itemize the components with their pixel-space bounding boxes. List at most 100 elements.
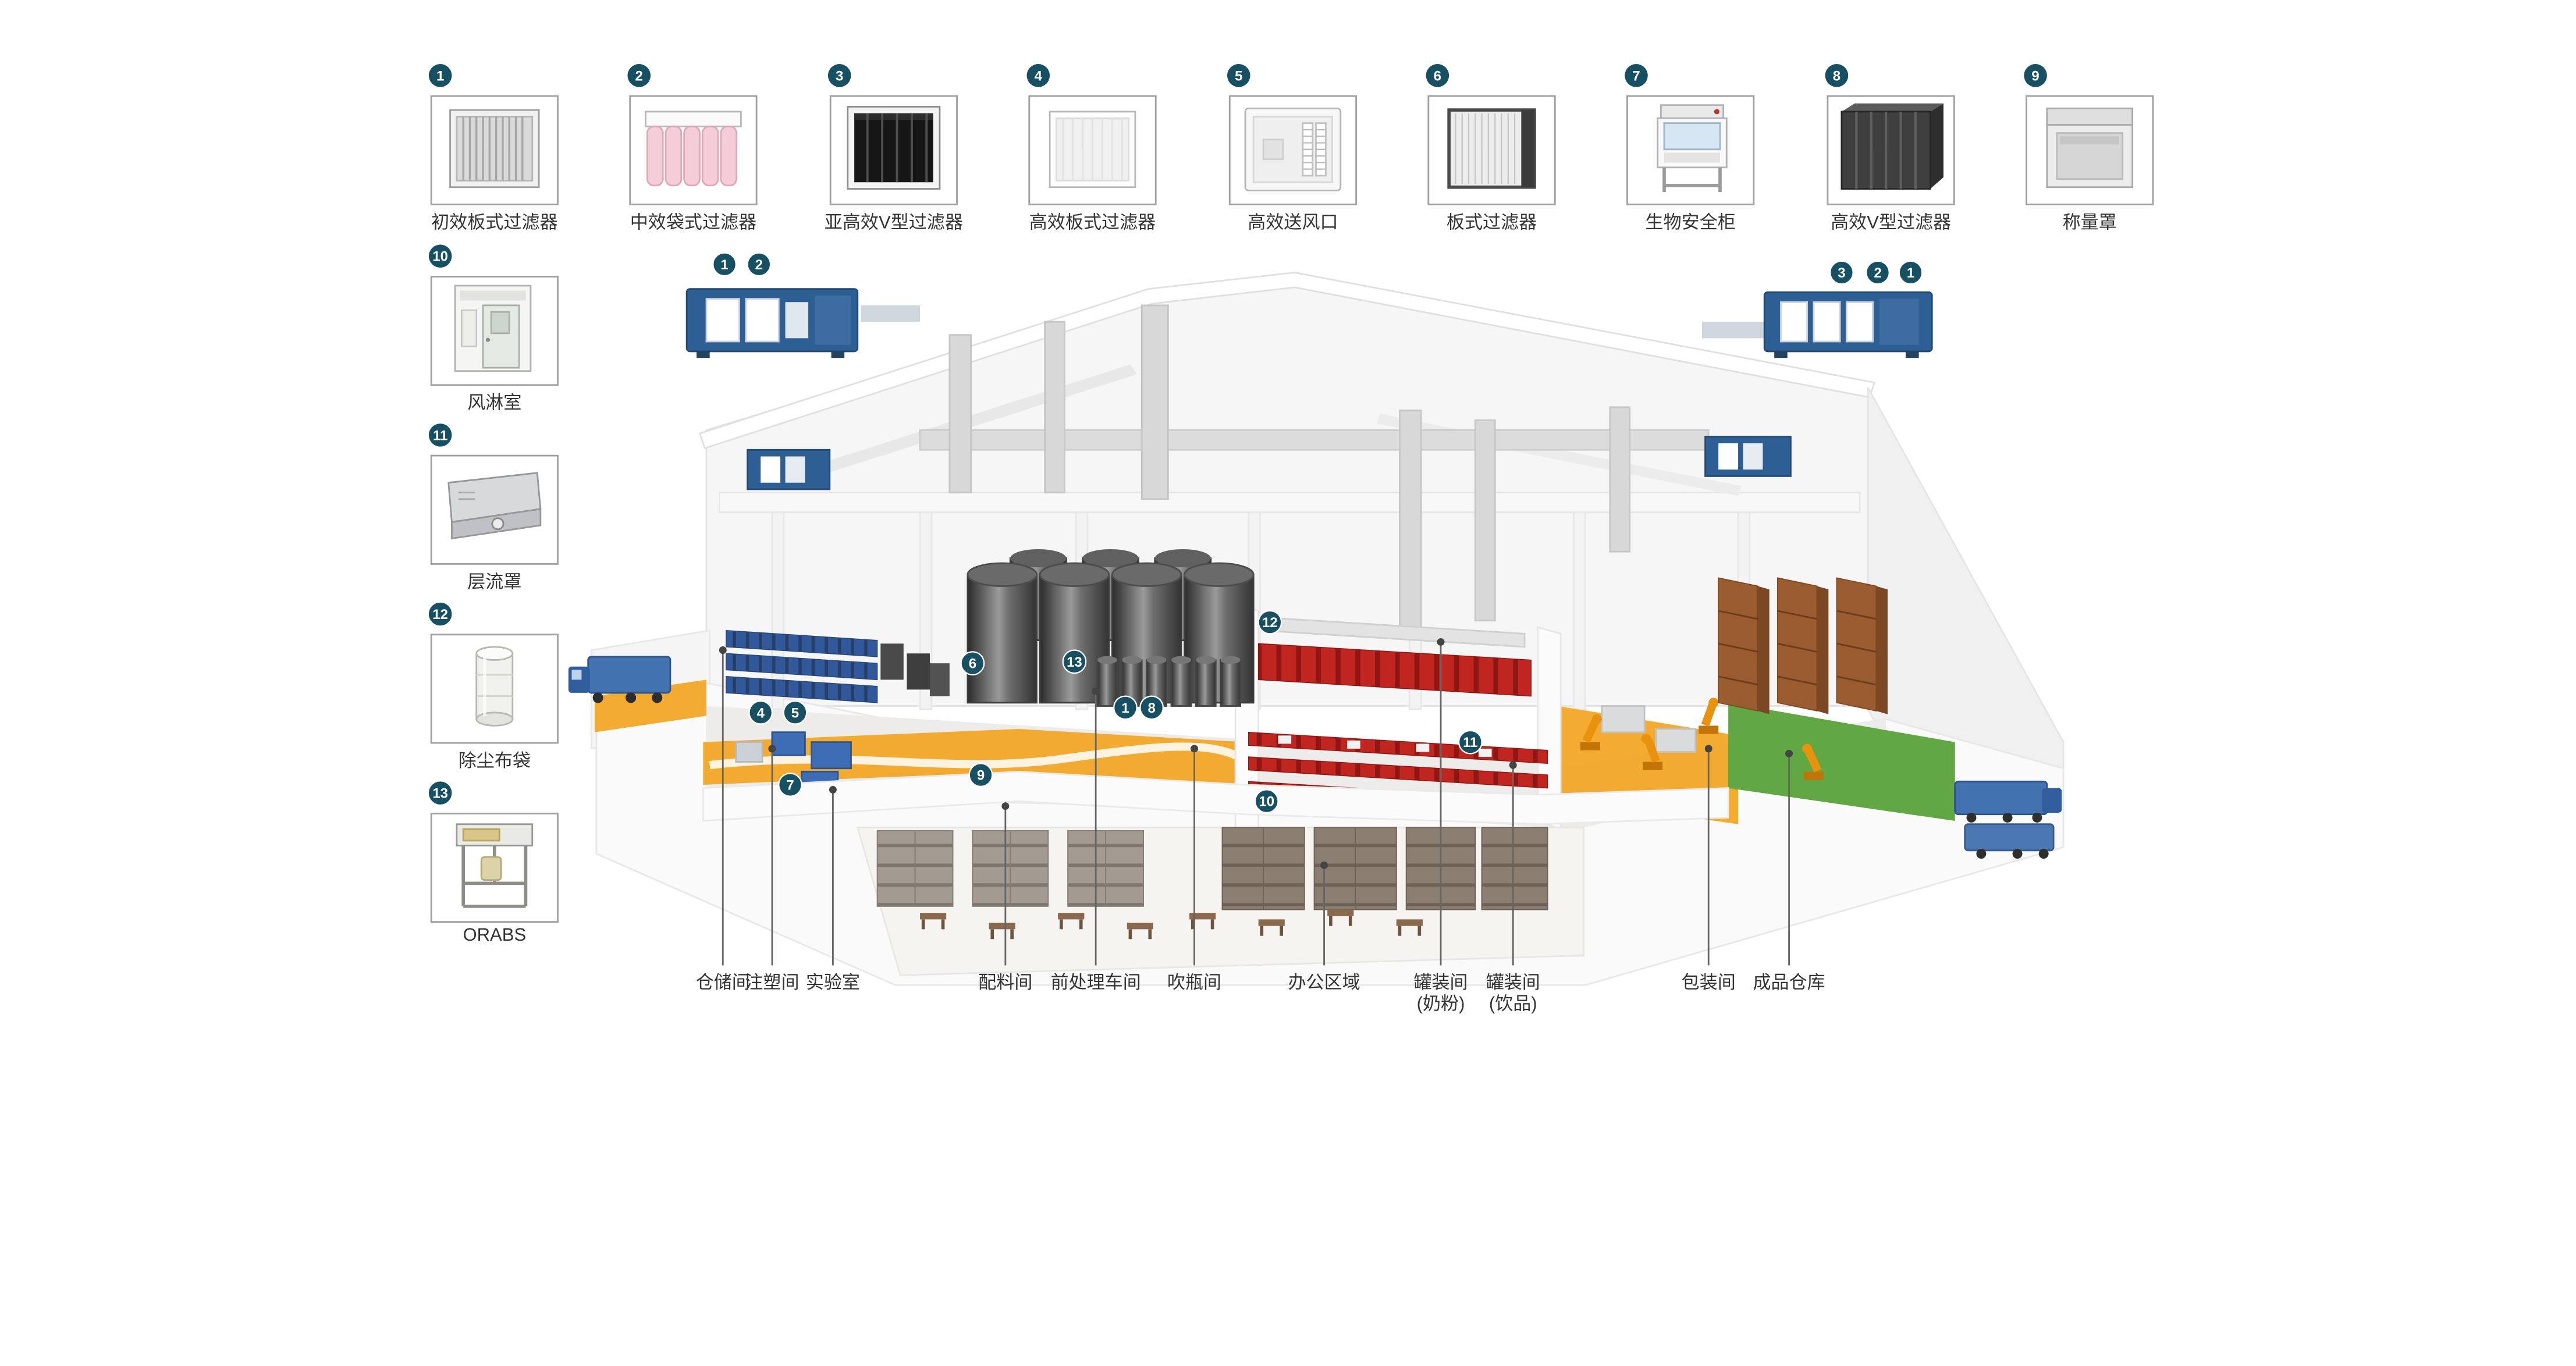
hepa-panel-filter-image [1049,111,1136,188]
product-number: 3 [836,67,844,84]
product-label: 高效V型过滤器 [1831,213,1952,233]
product-card-laminar-flow-hood: 11 层流罩 [428,424,559,593]
room-label-batching: 配料间 [978,972,1032,993]
product-number: 11 [432,426,448,443]
svg-text:13: 13 [1067,654,1082,670]
svg-text:1: 1 [1907,265,1914,281]
factory-badge: 2 [1866,260,1890,285]
dust-filter-bag-image [475,646,514,727]
product-card-weighing-hood: 9 称量罩 [2024,64,2154,233]
product-label: 除尘布袋 [458,752,531,772]
product-number-badge: 10 [428,244,452,268]
factory-badge: 7 [778,773,802,797]
air-shower-image [454,284,532,372]
callout-bottle-blowing-room [1191,745,1199,966]
product-number-badge: 1 [428,64,452,87]
robot-arms-orange [1580,698,1824,780]
product-number-badge: 6 [1426,64,1449,87]
svg-text:10: 10 [1259,794,1274,810]
laminar-flow-hood-image [447,472,542,540]
product-label: 高效板式过滤器 [1029,213,1156,233]
svg-text:2: 2 [1874,265,1881,281]
svg-text:11: 11 [1463,735,1477,750]
product-number-badge: 3 [827,64,851,87]
ahu-mid-left [747,449,831,490]
room-label-storage: 仓储间 [696,972,750,993]
product-card-biosafety-cabinet: 7 生物安全柜 [1625,64,1755,233]
svg-text:12: 12 [1262,615,1278,631]
room-sublabel-filling-milk: (奶粉) [1417,994,1465,1014]
product-card-sub-hepa-v-filter: 3 亚高效V型过滤器 [825,64,963,233]
front-office-area [856,826,1585,976]
svg-text:4: 4 [757,705,765,721]
product-card-panel-filter: 6 板式过滤器 [1426,64,1556,233]
svg-text:1: 1 [1121,700,1129,716]
front-parapet [702,770,1729,826]
product-number: 2 [635,67,643,84]
product-number: 9 [2031,67,2040,84]
callout-lines [719,638,1793,966]
hvac-ducts [861,304,1765,635]
ahu-top-left [685,288,859,358]
packaging-machines [1601,705,1697,753]
svg-text:3: 3 [1838,265,1845,281]
product-label: 中效袋式过滤器 [630,213,757,233]
product-card-hepa-v-filter: 8 高效V型过滤器 [1825,64,1955,233]
product-number: 6 [1433,67,1442,84]
product-number: 4 [1034,67,1042,84]
hepa-air-outlet-image [1244,107,1342,191]
truck-left [568,656,671,703]
product-card-air-shower: 10 风淋室 [428,244,559,414]
product-number-badge: 9 [2024,64,2047,87]
product-number-badge: 11 [428,424,452,447]
svg-text:2: 2 [755,257,763,273]
weighing-hood-image [2046,107,2134,188]
batching-bins [880,643,950,696]
callout-storage-room [719,646,727,966]
room-label-warehouse: 成品仓库 [1753,972,1825,993]
pallet-racks-brown [1718,577,1888,714]
svg-text:8: 8 [1147,700,1155,716]
callout-packaging-room [1704,745,1712,966]
product-number: 13 [432,784,449,801]
factory-badge: 8 [1139,695,1164,720]
product-number-badge: 2 [627,64,651,87]
panel-filter-image [1447,108,1536,189]
ahu-mid-right [1704,436,1792,477]
primary-panel-filter-image [449,109,540,188]
callout-pretreatment-workshop [1092,687,1100,966]
svg-text:5: 5 [791,705,799,721]
product-label: 生物安全柜 [1645,213,1736,233]
factory-badge: 1 [1898,260,1923,285]
sub-hepa-v-filter-image [847,106,941,190]
product-card-dust-filter-bag: 12 除尘布袋 [428,602,559,771]
svg-text:1: 1 [720,257,728,273]
product-label: 风淋室 [467,394,522,414]
product-number: 8 [1832,67,1841,84]
desks [920,909,1423,940]
product-card-hepa-panel-filter: 4 高效板式过滤器 [1026,64,1157,233]
product-label: 高效送风口 [1248,213,1338,233]
svg-text:6: 6 [969,656,976,672]
factory-badge: 4 [748,700,773,725]
callout-batching-room [1001,802,1010,966]
room-label-packaging: 包装间 [1682,972,1736,993]
product-number: 12 [432,605,449,622]
factory-badges: 1 2 3 2 1 6 13 4 5 1 8 7 9 12 10 11 [712,252,1923,814]
storage-racks-blue [726,629,878,703]
room-label-laboratory: 实验室 [806,972,860,993]
product-label: 层流罩 [467,572,522,593]
room-label-office: 办公区域 [1288,972,1360,993]
factory-badge: 6 [960,651,985,676]
product-card-orabs: 13 ORABS [428,781,559,946]
callout-injection-molding-room [768,745,776,966]
biosafety-cabinet-image [1657,104,1728,193]
factory-badge: 11 [1458,730,1483,755]
room-sublabel-filling-beverage: (饮品) [1489,994,1537,1014]
callout-office-area [1320,861,1328,966]
product-label: 亚高效V型过滤器 [824,213,963,233]
product-number-badge: 7 [1625,64,1648,87]
callout-laboratory [829,785,837,966]
room-label-pretreatment: 前处理车间 [1051,972,1141,993]
